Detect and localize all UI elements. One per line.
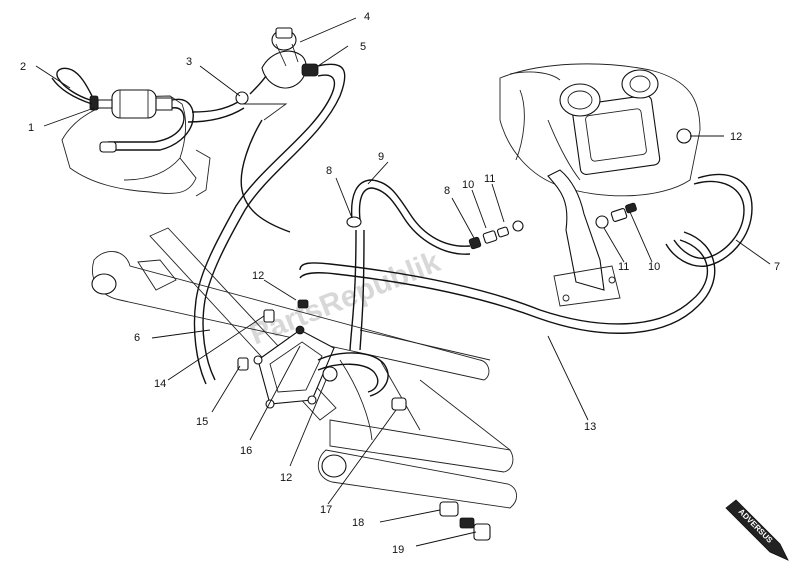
fuel-hose-2 xyxy=(56,67,93,101)
bottom-fittings xyxy=(439,501,491,541)
fuel-hose-9 xyxy=(350,179,471,247)
carburetor-assembly xyxy=(499,63,701,307)
fuel-hose-13 xyxy=(299,239,709,325)
part-label-3: 3 xyxy=(186,56,192,68)
fuel-filter xyxy=(89,89,173,119)
part-label-2: 2 xyxy=(20,61,26,73)
part-label-4: 4 xyxy=(364,11,370,23)
part-label-14: 14 xyxy=(154,378,166,390)
part-label-9: 9 xyxy=(378,151,384,163)
carb-fittings-right xyxy=(595,202,637,229)
fuel-hose-filter-right xyxy=(108,98,194,151)
part-label-5: 5 xyxy=(360,41,366,53)
carb-fittings-left xyxy=(468,226,510,250)
part-label-10b: 10 xyxy=(648,261,660,273)
part-label-13: 13 xyxy=(584,421,596,433)
fuel-pump xyxy=(237,299,338,409)
part-label-12b: 12 xyxy=(252,270,264,282)
part-label-11b: 11 xyxy=(618,261,629,273)
part-number-labels: 1 2 3 4 5 6 7 8 8 9 10 10 11 11 12 12 12… xyxy=(20,11,780,556)
part-label-19: 19 xyxy=(392,544,404,556)
part-label-10a: 10 xyxy=(462,179,474,191)
direction-arrow: ADVERSUS xyxy=(725,499,789,561)
part-label-18: 18 xyxy=(352,517,364,529)
leader-lines xyxy=(35,17,771,547)
part-label-8a: 8 xyxy=(326,165,332,177)
part-label-8b: 8 xyxy=(444,185,450,197)
part-label-11a: 11 xyxy=(484,173,495,185)
part-label-7: 7 xyxy=(774,261,780,273)
part-label-17: 17 xyxy=(320,504,332,516)
part-label-16: 16 xyxy=(240,445,252,457)
part-label-12a: 12 xyxy=(730,131,742,143)
part-label-15: 15 xyxy=(196,416,208,428)
frame-swingarm xyxy=(91,227,517,509)
watermark: PartsRepublik xyxy=(245,245,445,351)
fuel-tap xyxy=(235,27,319,105)
part-label-6: 6 xyxy=(134,332,140,344)
fuel-hose-6 xyxy=(202,63,346,381)
fuel-hose-7 xyxy=(665,173,753,267)
direction-marker-text: ADVERSUS xyxy=(737,507,775,545)
part-label-1: 1 xyxy=(28,122,34,134)
part-label-12c: 12 xyxy=(280,472,292,484)
